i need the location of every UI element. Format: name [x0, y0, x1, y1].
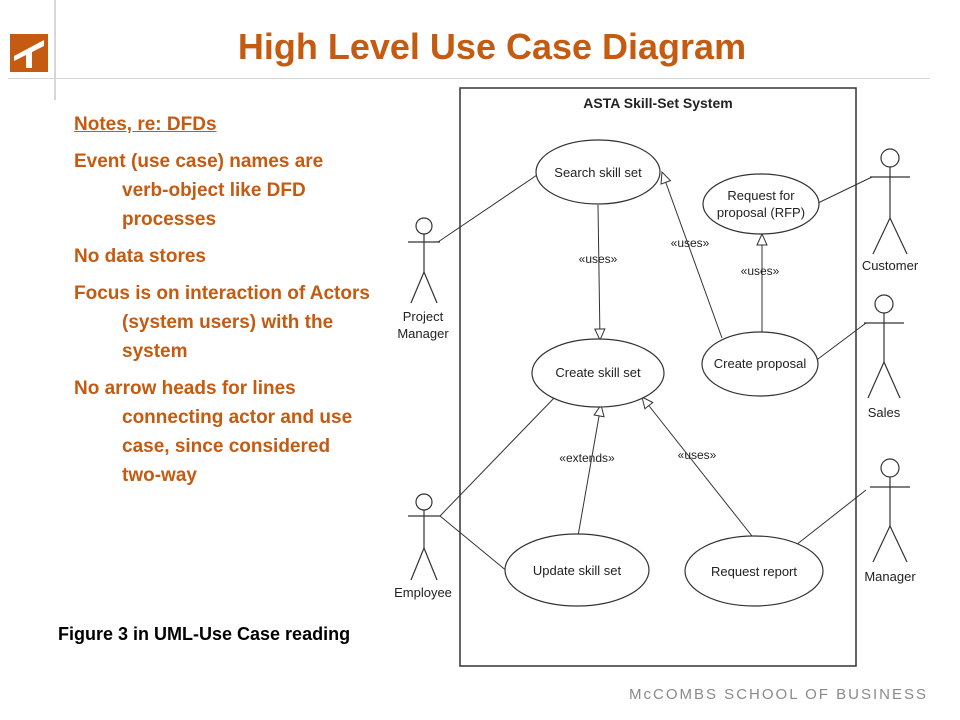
actor-label: Customer [862, 258, 919, 273]
actor-project-manager-icon [408, 217, 440, 304]
slide-title: High Level Use Case Diagram [237, 26, 747, 67]
notes-panel: Notes, re: DFDs Event (use case) names a… [74, 110, 374, 498]
association-line [817, 176, 873, 204]
association-line [795, 489, 867, 546]
note-bullet: Event (use case) names are verb-object l… [74, 151, 324, 230]
header-vertical-rule [54, 0, 56, 100]
association-line [813, 322, 867, 363]
association-line [439, 395, 557, 517]
actor-label: Sales [868, 405, 901, 420]
use-case-request-report: Request report [684, 535, 824, 607]
actor-label: Project [403, 309, 444, 324]
association-line [439, 515, 509, 573]
use-case-label: proposal (RFP) [717, 205, 805, 220]
extends-relation [577, 403, 605, 537]
actor-label: Manager [397, 326, 449, 341]
use-case-request-rfp: Request for proposal (RFP) [702, 173, 820, 235]
school-logo-icon [10, 34, 48, 72]
relation-label: «uses» [671, 236, 710, 250]
actor-manager-icon [870, 458, 910, 563]
use-case-label: Request for [727, 188, 795, 203]
use-case-search-skill-set: Search skill set [535, 139, 661, 205]
relation-label: «uses» [579, 252, 618, 266]
system-boundary [459, 87, 857, 667]
note-bullet: No data stores [74, 246, 206, 267]
use-case-label: Create skill set [555, 365, 641, 380]
uses-relation [641, 396, 753, 537]
note-bullet: Focus is on interaction of Actors (syste… [74, 283, 370, 362]
use-case-update-skill-set: Update skill set [504, 533, 650, 607]
actor-customer-icon [870, 148, 910, 255]
notes-heading: Notes, re: DFDs [74, 114, 217, 135]
use-case-label: Update skill set [533, 563, 622, 578]
actor-employee-icon [408, 493, 440, 581]
figure-caption: Figure 3 in UML-Use Case reading [58, 624, 351, 644]
actor-label: Employee [394, 585, 452, 600]
note-bullet: No arrow heads for lines connecting acto… [74, 378, 353, 486]
relation-label: «extends» [559, 451, 615, 465]
header-horizontal-rule [8, 78, 930, 79]
use-case-create-proposal: Create proposal [701, 331, 819, 397]
actor-sales-icon [864, 294, 904, 399]
use-case-create-skill-set: Create skill set [531, 338, 665, 408]
system-name: ASTA Skill-Set System [583, 95, 732, 111]
use-case-label: Request report [711, 564, 797, 579]
use-case-label: Create proposal [714, 356, 807, 371]
relation-label: «uses» [741, 264, 780, 278]
relation-label: «uses» [678, 448, 717, 462]
uses-relation [660, 170, 723, 339]
actor-label: Manager [864, 569, 916, 584]
association-line [437, 172, 541, 243]
footer-school-name: McCOMBS SCHOOL OF BUSINESS [629, 686, 928, 703]
uses-relation [594, 204, 606, 342]
use-case-label: Search skill set [554, 165, 642, 180]
